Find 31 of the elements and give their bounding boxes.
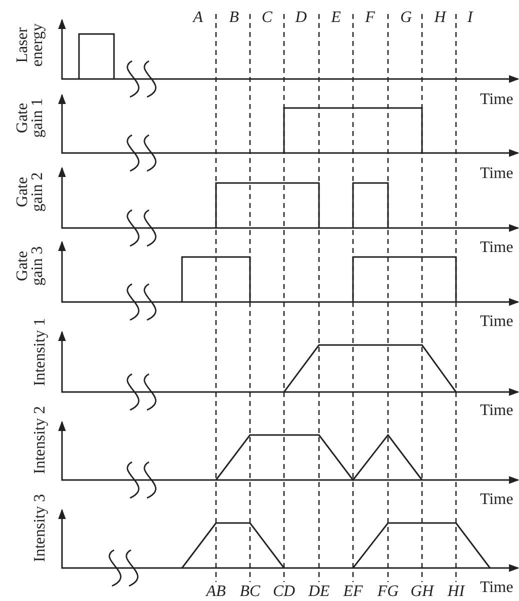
time-interval-label: D — [295, 10, 307, 26]
axis-label: Intensity 2 — [32, 405, 48, 476]
time-point-label: FG — [377, 584, 399, 600]
axis-label: Time — [480, 492, 514, 508]
time-interval-label: I — [467, 10, 473, 26]
axis-label: Gate gain 2 — [14, 171, 46, 214]
axis-label: Time — [480, 314, 514, 330]
time-point-label: EF — [343, 584, 363, 600]
axis-label: Laser energy — [14, 22, 46, 69]
time-point-label: HI — [448, 584, 464, 600]
time-interval-label: F — [365, 10, 375, 26]
axis-label: Time — [480, 166, 514, 182]
axis-label: Time — [480, 240, 514, 256]
time-interval-label: G — [400, 10, 412, 26]
time-interval-label: C — [262, 10, 272, 26]
time-interval-label: E — [331, 10, 341, 26]
axis-label: Gate gain 1 — [14, 97, 46, 140]
time-interval-label: B — [229, 10, 239, 26]
time-interval-label: H — [434, 10, 446, 26]
axis-label: Time — [480, 403, 514, 419]
time-point-label: BC — [240, 584, 260, 600]
axis-label: Time — [480, 580, 514, 596]
axis-label: Intensity 3 — [32, 493, 48, 564]
axis-label: Time — [480, 92, 514, 108]
time-interval-label: A — [193, 10, 203, 26]
axis-label: Intensity 1 — [32, 317, 48, 388]
time-point-label: AB — [206, 584, 226, 600]
time-point-label: GH — [410, 584, 434, 600]
time-point-label: DE — [308, 584, 330, 600]
time-point-label: CD — [272, 584, 296, 600]
axis-label: Gate gain 3 — [14, 245, 46, 288]
